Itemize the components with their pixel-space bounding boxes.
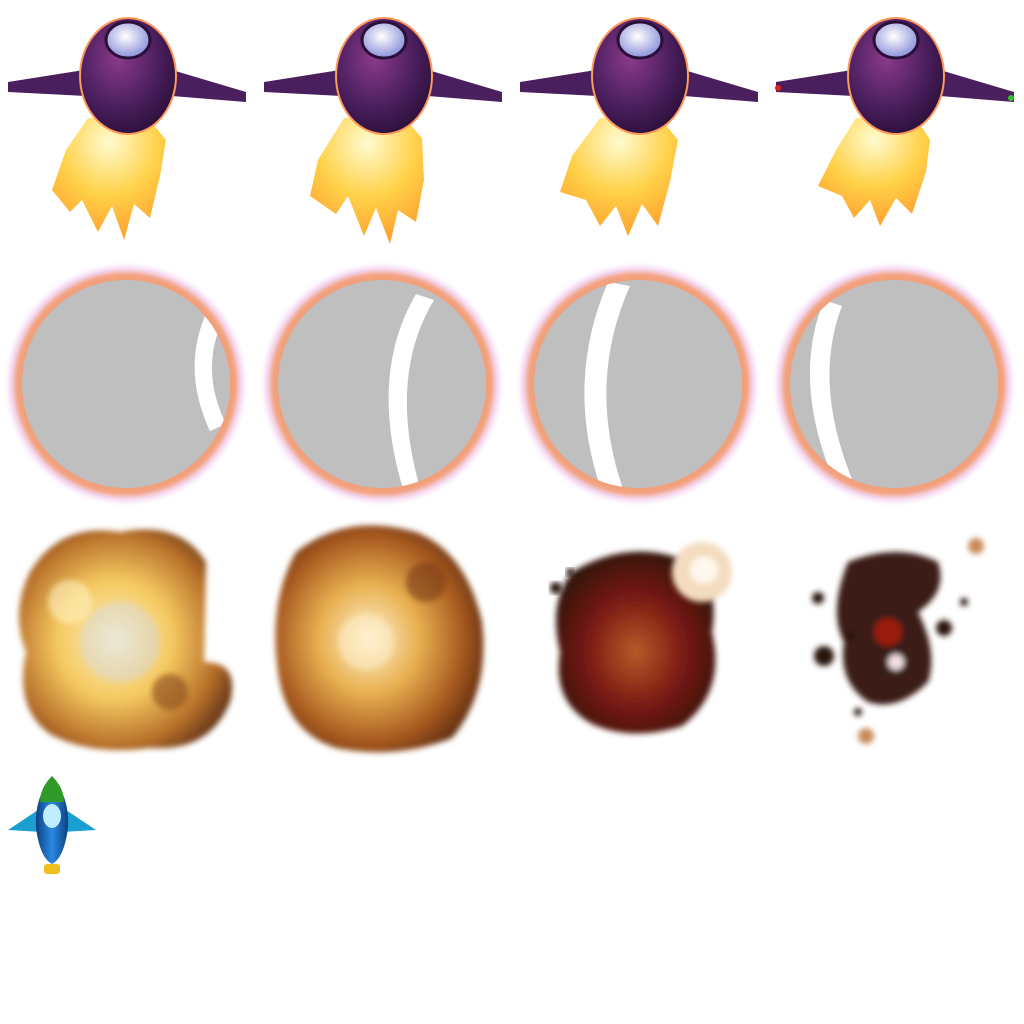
ship-thrust-frame-4 [768,0,1024,256]
ship-thrust-frame-3 [512,0,768,256]
shield-bubble-icon [8,266,244,502]
explosion-frame-2 [256,512,512,768]
explosion-icon [550,542,732,734]
shield-bubble-icon [776,266,1012,502]
shield-frame-1 [0,256,256,512]
shield-bubble-icon [264,266,500,502]
shield-bubble-icon [520,266,756,502]
shield-frame-3 [512,256,768,512]
explosion-frame-4 [768,512,1024,768]
explosion-icon [812,538,984,744]
ship-thrust-frame-2 [256,0,512,256]
ship-thrust-frame-1 [0,0,256,256]
left-wingtip-light-icon [775,85,781,91]
explosion-icon [18,529,233,751]
explosion-frame-3 [512,512,768,768]
right-wingtip-light-icon [1008,95,1014,101]
purple-ship-icon [264,17,502,244]
purple-ship-icon [775,17,1014,226]
explosion-icon [275,525,484,753]
purple-ship-icon [8,17,246,240]
blue-ship-icon [8,776,96,874]
explosion-frame-1 [0,512,256,768]
shield-frame-2 [256,256,512,512]
shield-frame-4 [768,256,1024,512]
purple-ship-icon [520,17,758,236]
player-ship-icon [0,768,256,1024]
